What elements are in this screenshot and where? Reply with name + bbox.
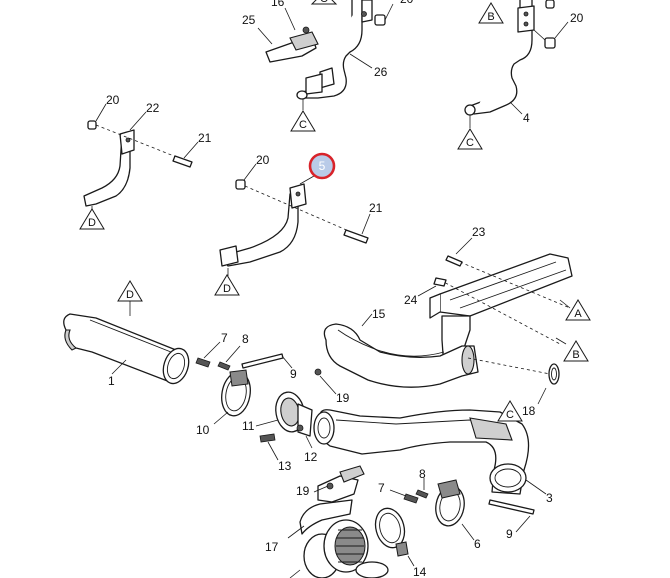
ref-triangle-b-top: B bbox=[478, 2, 504, 24]
callout-7-lower: 7 bbox=[378, 481, 385, 495]
ref-triangle-d-pipe: D bbox=[117, 280, 143, 302]
ref-triangle-a-right: A bbox=[565, 299, 591, 321]
callout-3: 3 bbox=[546, 491, 553, 505]
bracket-5 bbox=[219, 163, 371, 276]
ref-label: C bbox=[506, 409, 514, 421]
callout-20-left: 20 bbox=[106, 93, 120, 107]
ref-label: A bbox=[574, 308, 582, 320]
ref-label: C bbox=[466, 137, 474, 149]
callout-21-left: 21 bbox=[198, 131, 212, 145]
exhaust-pipe-1 bbox=[63, 300, 190, 385]
hanger-bracket-26 bbox=[257, 0, 394, 110]
callout-20-top: 20 bbox=[400, 0, 414, 6]
callout-7-upper: 7 bbox=[221, 331, 228, 345]
ref-label: D bbox=[88, 217, 96, 229]
highlight-label: 5 bbox=[319, 159, 326, 173]
callout-22: 22 bbox=[146, 101, 160, 115]
callout-19-lower: 19 bbox=[296, 484, 310, 498]
callout-11: 11 bbox=[242, 419, 255, 433]
callout-12: 12 bbox=[304, 450, 318, 464]
fasteners-upper bbox=[195, 341, 293, 371]
callout-20-mid: 20 bbox=[256, 153, 270, 167]
callout-19-upper: 19 bbox=[336, 391, 350, 405]
callout-20-top-right: 20 bbox=[570, 11, 584, 25]
ref-triangle-b-mid: B bbox=[563, 340, 589, 362]
callout-15: 15 bbox=[372, 307, 386, 321]
hanger-bracket-4 bbox=[464, 0, 569, 128]
bracket-22 bbox=[83, 103, 199, 212]
crossmember-23-24 bbox=[417, 237, 573, 369]
ref-label: D bbox=[223, 283, 231, 295]
flange-gasket-11-12 bbox=[255, 391, 313, 461]
callout-1: 1 bbox=[108, 374, 115, 388]
callout-25: 25 bbox=[242, 13, 256, 27]
ref-triangle-d-left: D bbox=[79, 208, 105, 230]
callout-9-lower: 9 bbox=[506, 527, 513, 541]
callout-23: 23 bbox=[472, 225, 486, 239]
muffler-17 bbox=[287, 465, 415, 578]
ref-label: B bbox=[487, 11, 494, 23]
hanger-18 bbox=[467, 357, 560, 405]
clamp-6 bbox=[389, 478, 535, 541]
ref-label: D bbox=[126, 289, 134, 301]
ref-triangle-c-mid: C bbox=[497, 400, 523, 422]
ref-triangle-top-partial: C bbox=[310, 0, 338, 5]
exhaust-pipe-15 bbox=[314, 313, 479, 395]
callout-4: 4 bbox=[523, 111, 530, 125]
callout-10: 10 bbox=[196, 423, 210, 437]
callout-9-upper: 9 bbox=[290, 367, 297, 381]
callout-26: 26 bbox=[374, 65, 388, 79]
callout-24: 24 bbox=[404, 293, 418, 307]
clamp-10 bbox=[213, 369, 251, 425]
callout-17: 17 bbox=[265, 540, 279, 554]
callout-18: 18 bbox=[522, 404, 536, 418]
callout-8-lower: 8 bbox=[419, 467, 426, 481]
callout-21-mid: 21 bbox=[369, 201, 383, 215]
ref-label: C bbox=[299, 119, 307, 131]
callout-8-upper: 8 bbox=[242, 332, 249, 346]
ref-triangle-c-right: C bbox=[457, 128, 483, 150]
callout-6: 6 bbox=[474, 537, 481, 551]
ref-triangle-c-top: C bbox=[290, 110, 316, 132]
callout-13: 13 bbox=[278, 459, 292, 473]
callout-16: 16 bbox=[271, 0, 285, 9]
ref-label: B bbox=[572, 349, 579, 361]
callout-14: 14 bbox=[413, 565, 427, 578]
highlighted-callout-5[interactable]: 5 bbox=[308, 152, 336, 180]
exhaust-pipe-3 bbox=[313, 407, 547, 495]
ref-triangle-d-mid: D bbox=[214, 274, 240, 296]
ref-label: C bbox=[320, 0, 328, 5]
